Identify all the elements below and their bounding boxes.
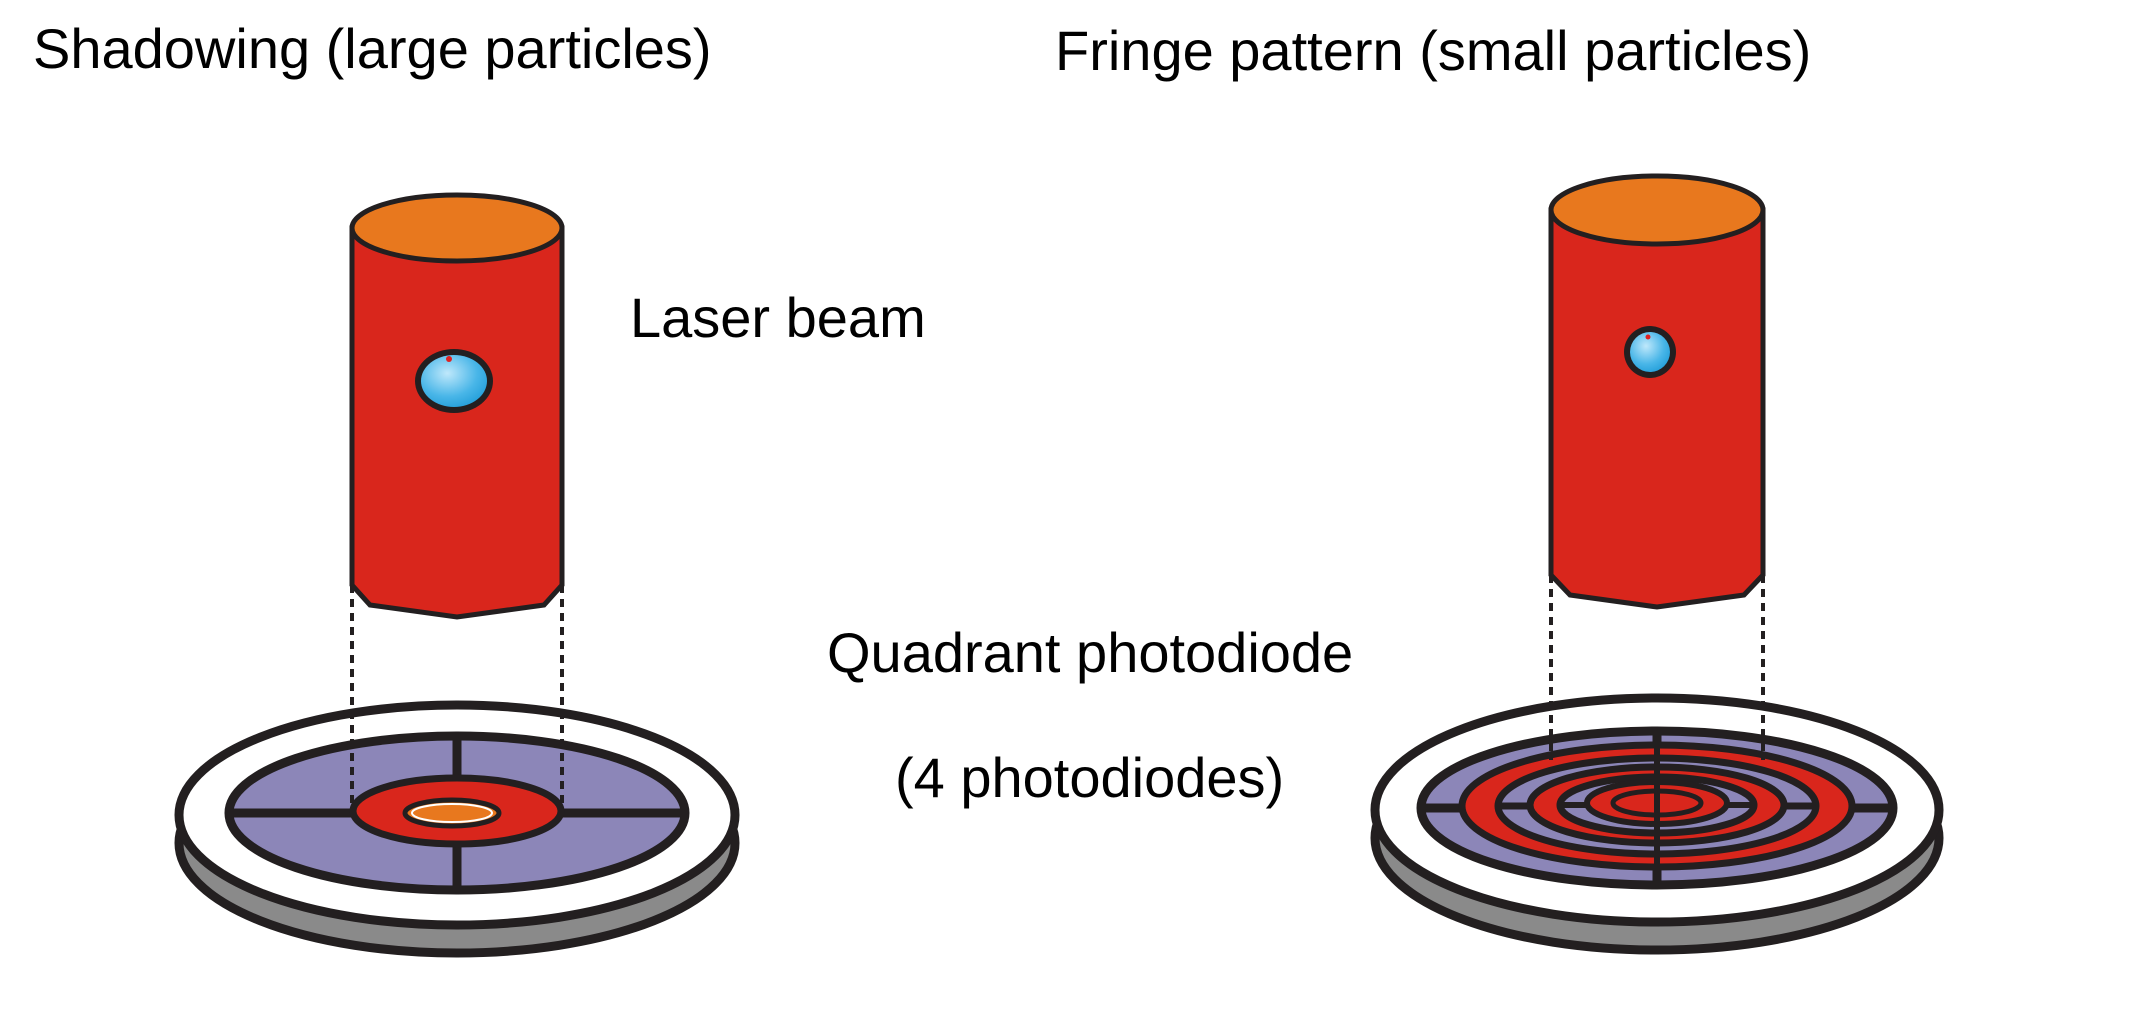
shadowing-setup [174, 192, 740, 958]
small-particle-body [1630, 332, 1670, 372]
right-quadrant-photodiode [1370, 693, 1944, 955]
large-particle-body [421, 355, 487, 407]
left-laser-body [349, 225, 565, 620]
large-particle [415, 349, 493, 413]
right-laser-body [1548, 207, 1766, 610]
quadrant-photodiode-label: Quadrant photodiode [827, 621, 1353, 684]
shadowing-title: Shadowing (large particles) [33, 17, 712, 80]
right-laser-beam [1548, 173, 1766, 610]
photodiode-count-label: (4 photodiodes) [895, 746, 1284, 809]
right-laser-top [1548, 173, 1766, 247]
fringe-title: Fringe pattern (small particles) [1055, 19, 1811, 82]
left-laser-beam [349, 192, 565, 620]
laser-beam-label: Laser beam [630, 286, 926, 349]
small-particle-highlight [1645, 334, 1651, 340]
large-particle-highlight [446, 356, 452, 362]
left-particle-shadow-inner [411, 803, 493, 823]
left-laser-top [349, 192, 565, 264]
fringe-setup [1370, 173, 1944, 955]
left-quadrant-photodiode [174, 700, 740, 958]
small-particle [1624, 326, 1676, 378]
